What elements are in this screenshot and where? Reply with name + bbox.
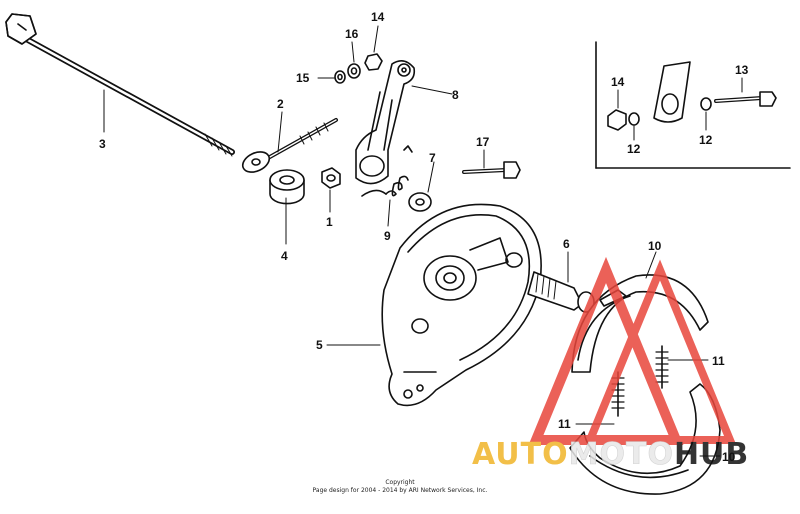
watermark-logo: AUTOMOTOHUB	[472, 256, 749, 472]
label-part-10-lower: 10	[722, 450, 736, 464]
bolt-part-17	[462, 161, 521, 179]
label-part-8: 8	[452, 88, 459, 102]
leader-lines	[103, 25, 743, 457]
svg-text:Page design for 2004 - 2014 by: Page design for 2004 - 2014 by ARI Netwo…	[313, 487, 488, 494]
washer-part-7	[408, 192, 432, 212]
label-part-16: 16	[345, 27, 359, 41]
label-part-1: 1	[326, 215, 333, 229]
label-part-15: 15	[296, 71, 310, 85]
label-part-11-left: 11	[558, 417, 571, 431]
svg-text:Copyright: Copyright	[385, 479, 415, 486]
inset-detail	[595, 41, 791, 169]
label-part-13: 13	[735, 63, 749, 77]
label-part-3: 3	[99, 137, 106, 151]
bolt-part-2	[241, 118, 338, 173]
label-part-5: 5	[316, 338, 323, 352]
label-part-10-upper: 10	[648, 239, 662, 253]
label-part-4: 4	[281, 249, 288, 263]
brake-arm-part-8	[355, 60, 416, 185]
callout-labels: 1 2 3 4 5 6 7 8 9 10 10 11 11 12 12 13 1…	[99, 10, 749, 464]
collar-part-4	[269, 169, 305, 205]
copyright-notice: Copyright Page design for 2004 - 2014 by…	[313, 479, 488, 494]
label-part-12-left: 12	[627, 142, 641, 156]
brake-cam-part-6	[527, 271, 595, 313]
label-part-14-main: 14	[371, 10, 385, 24]
watermark-text: AUTOMOTOHUB	[472, 437, 749, 472]
label-part-6: 6	[563, 237, 570, 251]
axle-part-3	[5, 13, 235, 157]
label-part-9: 9	[384, 229, 391, 243]
label-part-14-inset: 14	[611, 75, 625, 89]
washer-part-15	[334, 70, 346, 84]
nut-part-1	[321, 167, 341, 189]
nut-part-14	[364, 53, 383, 71]
shoe-spring-part-11-a	[655, 345, 669, 389]
return-spring-part-9	[361, 145, 413, 197]
washer-part-16	[347, 63, 361, 79]
brake-shoe-lower-part-10	[569, 383, 721, 495]
label-part-11-right: 11	[712, 354, 725, 368]
label-part-7: 7	[429, 151, 436, 165]
brake-panel-part-5	[381, 203, 542, 407]
label-part-17: 17	[476, 135, 490, 149]
nut-part-14-inset	[607, 109, 627, 131]
label-part-2: 2	[277, 97, 284, 111]
label-part-12-right: 12	[699, 133, 713, 147]
